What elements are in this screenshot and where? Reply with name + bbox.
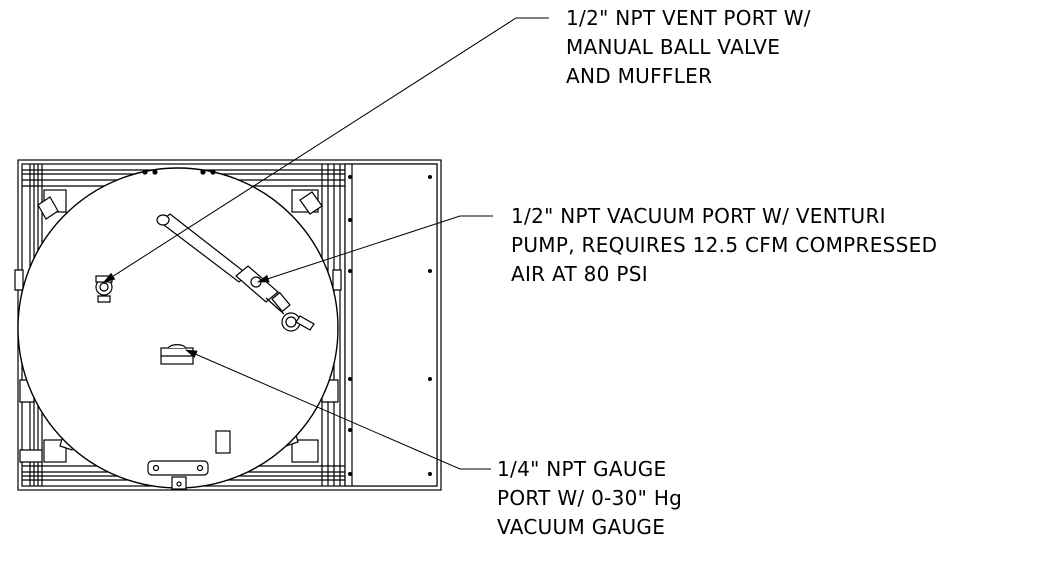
vacuum-port-callout-line-1: 1/2" NPT VACUUM PORT W/ VENTURI	[511, 204, 886, 228]
gauge-port-callout-line-1: 1/4" NPT GAUGE	[497, 457, 667, 481]
vent-port-callout-line-3: AND MUFFLER	[566, 64, 713, 88]
vent-port-valve	[95, 275, 113, 303]
gauge-port	[160, 344, 194, 365]
vacuum-leader	[257, 215, 493, 283]
gauge-leader	[185, 349, 491, 470]
venturi-pump	[156, 213, 315, 332]
gauge-port-callout-line-3: VACUUM GAUGE	[497, 515, 666, 539]
bottom-handle	[147, 460, 209, 490]
lid-label-plate	[215, 430, 231, 454]
vent-port-callout-line-1: 1/2" NPT VENT PORT W/	[566, 6, 811, 30]
leader-lines	[103, 17, 549, 470]
gauge-port-callout: 1/4" NPT GAUGE PORT W/ 0-30" Hg VACUUM G…	[497, 455, 682, 542]
panel-screws	[348, 175, 432, 476]
vent-port-callout: 1/2" NPT VENT PORT W/ MANUAL BALL VALVE …	[566, 4, 811, 91]
lid-top-holes	[142, 169, 216, 175]
vacuum-port-callout-line-3: AIR AT 80 PSI	[511, 262, 648, 286]
vent-port-callout-line-2: MANUAL BALL VALVE	[566, 35, 781, 59]
gauge-port-callout-line-2: PORT W/ 0-30" Hg	[497, 486, 683, 510]
vacuum-port-callout: 1/2" NPT VACUUM PORT W/ VENTURI PUMP, RE…	[511, 202, 937, 289]
vent-leader	[103, 17, 549, 283]
vacuum-port-callout-line-2: PUMP, REQUIRES 12.5 CFM COMPRESSED	[511, 233, 938, 257]
